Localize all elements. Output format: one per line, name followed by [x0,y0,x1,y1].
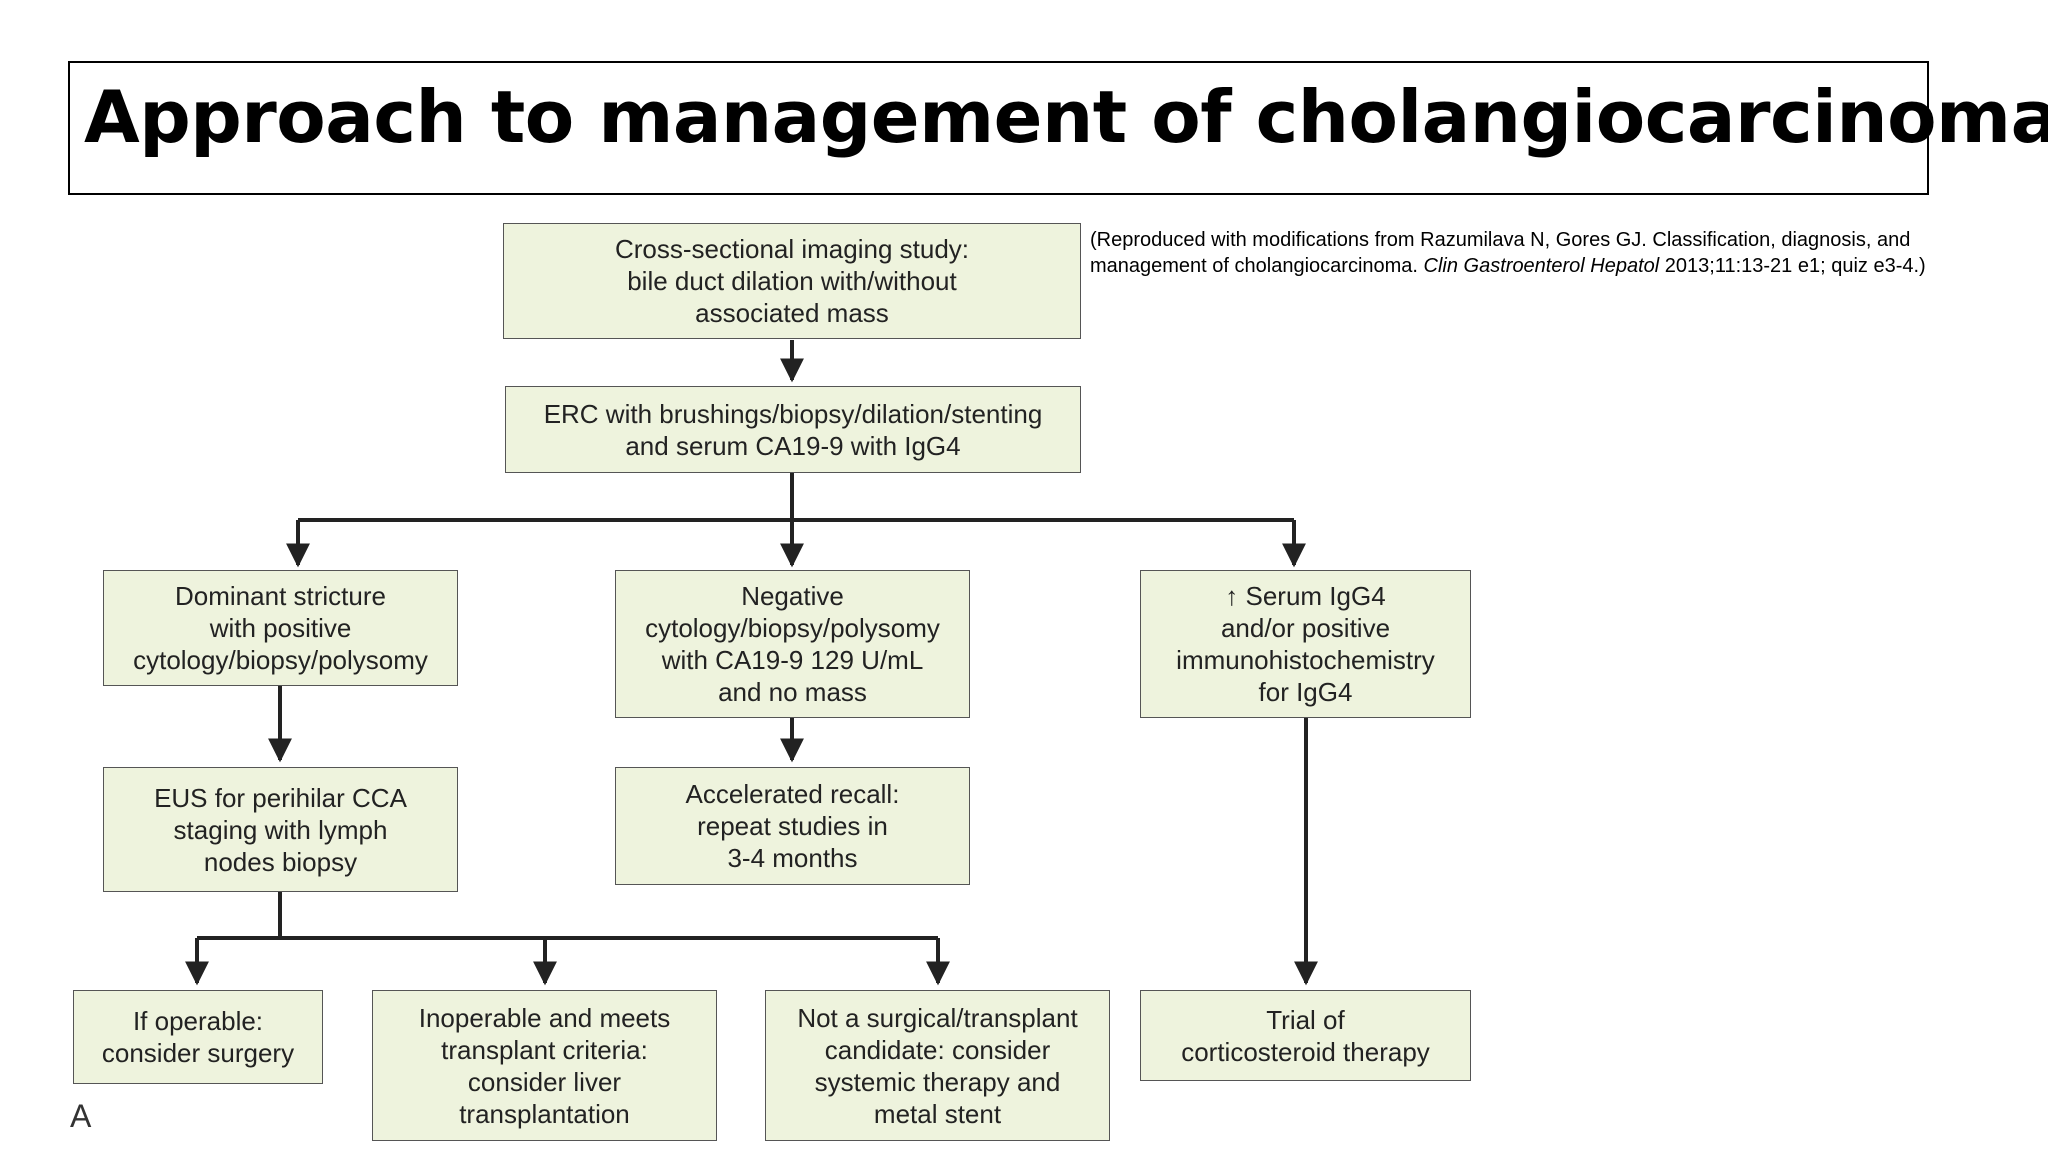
box-eus-staging: EUS for perihilar CCA staging with lymph… [103,767,458,892]
box-operable: If operable: consider surgery [73,990,323,1084]
citation-journal: Clin Gastroenterol Hepatol [1423,255,1660,277]
page-title: Approach to management of cholangiocarci… [84,75,2048,159]
box-systemic-therapy: Not a surgical/transplant candidate: con… [765,990,1110,1141]
box-corticosteroid: Trial of corticosteroid therapy [1140,990,1471,1081]
box-negative-cytology: Negative cytology/biopsy/polysomy with C… [615,570,970,718]
box-imaging-study: Cross-sectional imaging study: bile duct… [503,223,1081,339]
citation-text: (Reproduced with modifications from Razu… [1090,229,1911,277]
citation: (Reproduced with modifications from Razu… [1090,227,2030,279]
box-serum-igg4: ↑ Serum IgG4 and/or positive immunohisto… [1140,570,1471,718]
title-box: Approach to management of cholangiocarci… [68,61,2048,195]
box-transplant: Inoperable and meets transplant criteria… [372,990,717,1141]
citation-text-end: 2013;11:13-21 e1; quiz e3-4.) [1659,255,1926,277]
box-erc: ERC with brushings/biopsy/dilation/stent… [505,386,1081,473]
panel-label: A [70,1098,92,1134]
box-dominant-stricture: Dominant stricture with positive cytolog… [103,570,458,686]
box-accelerated-recall: Accelerated recall: repeat studies in 3-… [615,767,970,885]
